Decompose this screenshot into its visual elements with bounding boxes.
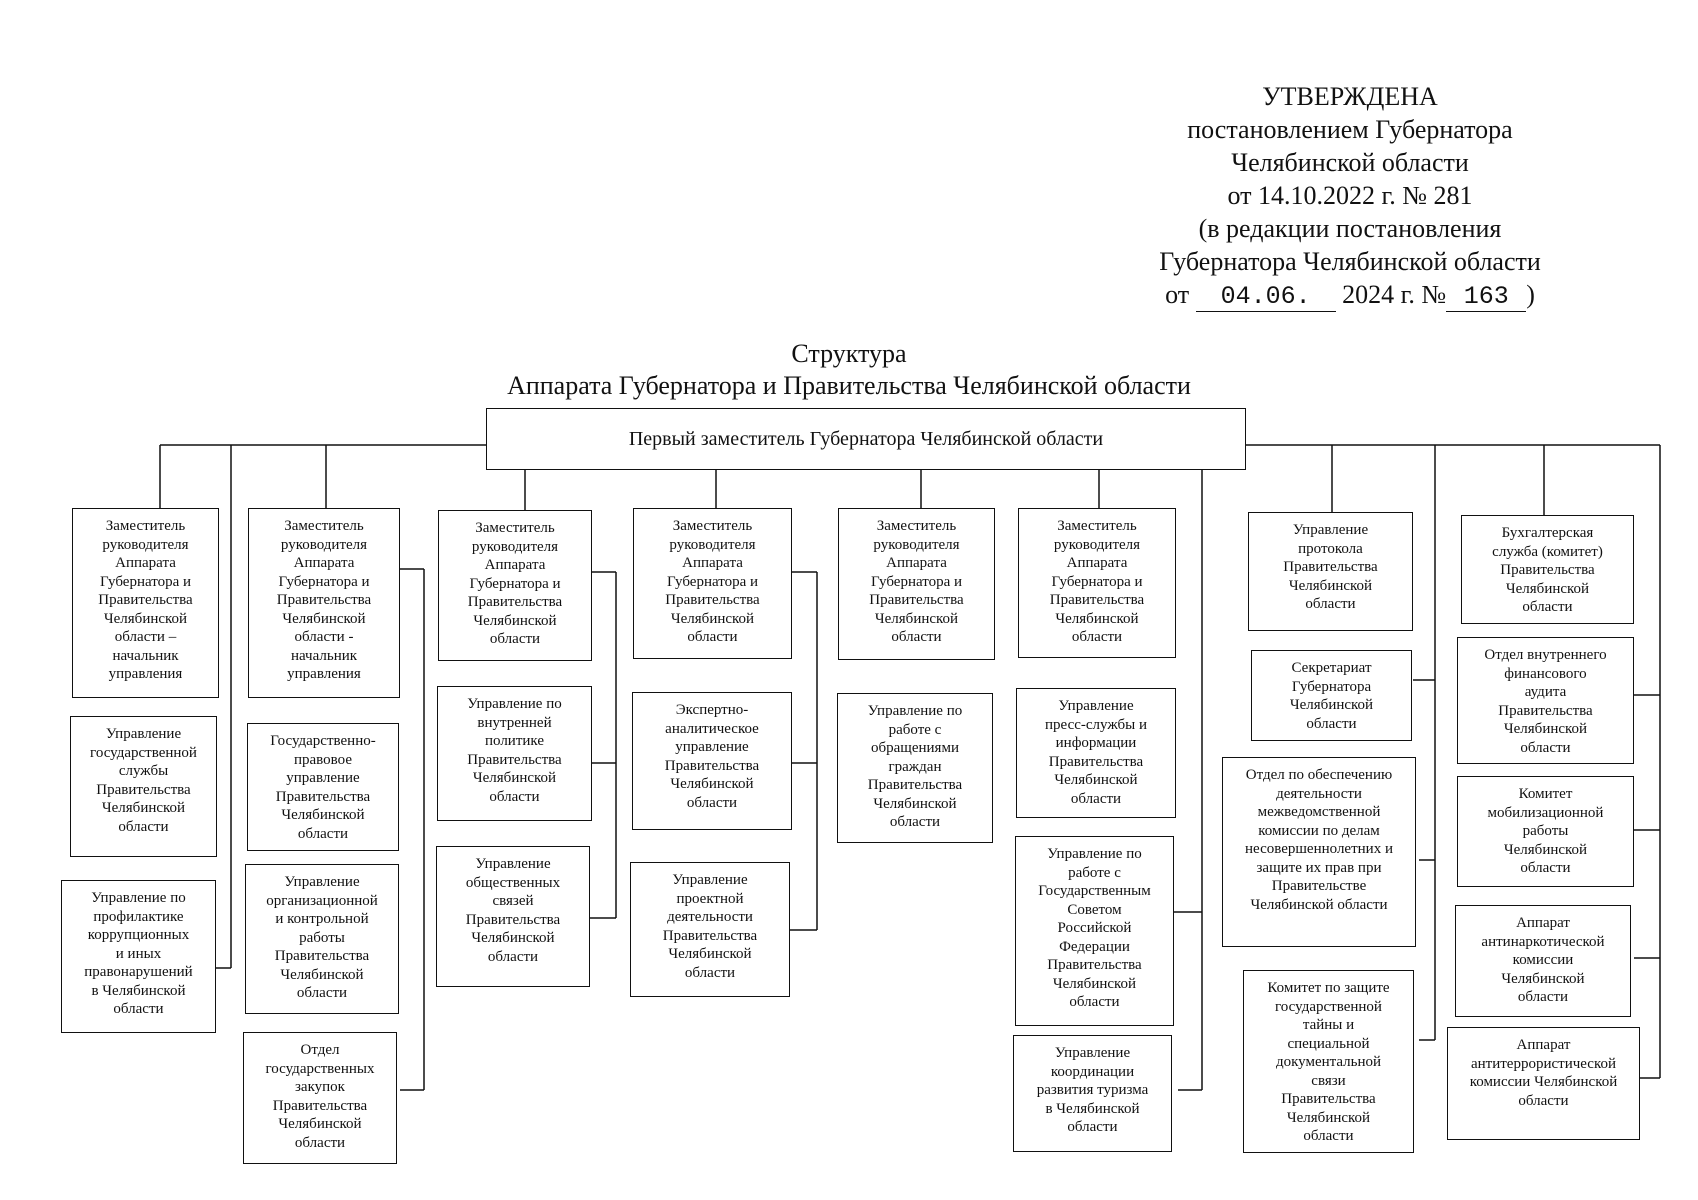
col5-deputy-box: Заместитель руководителя Аппарата Губерн…	[838, 508, 995, 660]
page-title: Структура Аппарата Губернатора и Правите…	[0, 338, 1698, 402]
col8-unit-mobilization: Комитет мобилизационной работы Челябинск…	[1457, 776, 1634, 887]
approval-line-6: Губернатора Челябинской области	[1159, 247, 1541, 276]
col8-unit-accounting: Бухгалтерская служба (комитет) Правитель…	[1461, 515, 1634, 624]
col2-unit-state-legal: Государственно- правовое управление Прав…	[247, 723, 399, 851]
approval-line-5: (в редакции постановления	[1198, 214, 1502, 243]
head-box-first-deputy-governor: Первый заместитель Губернатора Челябинск…	[486, 408, 1246, 470]
col7-unit-protocol: Управление протокола Правительства Челяб…	[1248, 512, 1413, 631]
col8-unit-antiterror: Аппарат антитеррористической комисcии Че…	[1447, 1027, 1640, 1140]
col1-deputy-box: Заместитель руководителя Аппарата Губерн…	[72, 508, 219, 698]
col2-deputy-box: Заместитель руководителя Аппарата Губерн…	[248, 508, 400, 698]
col3-deputy-box: Заместитель руководителя Аппарата Губерн…	[438, 510, 592, 661]
title-line-1: Структура	[791, 339, 907, 368]
col2-unit-procurement: Отдел государственных закупок Правительс…	[243, 1032, 397, 1164]
col8-unit-antidrug: Аппарат антинаркотической комиссии Челяб…	[1455, 905, 1631, 1017]
approval-line-3: Челябинской области	[1231, 148, 1469, 177]
col7-unit-secretariat: Секретариат Губернатора Челябинской обла…	[1251, 650, 1412, 741]
title-line-2: Аппарата Губернатора и Правительства Чел…	[507, 371, 1191, 400]
col3-unit-public-relations: Управление общественных связей Правитель…	[436, 846, 590, 987]
col8-unit-internal-audit: Отдел внутреннего финансового аудита Пра…	[1457, 637, 1634, 764]
col4-unit-project-activity: Управление проектной деятельности Правит…	[630, 862, 790, 997]
approval-line-2: постановлением Губернатора	[1187, 115, 1513, 144]
edition-prefix: от	[1165, 280, 1190, 309]
approval-line-1: УТВЕРЖДЕНА	[1262, 82, 1438, 111]
approval-stamp: УТВЕРЖДЕНА постановлением Губернатора Че…	[1100, 80, 1600, 312]
col6-unit-press-service: Управление пресс-службы и информации Пра…	[1016, 688, 1176, 818]
col6-unit-tourism: Управление координации развития туризма …	[1013, 1035, 1172, 1152]
col4-unit-expert-analytical: Экспертно- аналитическое управление Прав…	[632, 692, 792, 830]
col3-unit-internal-policy: Управление по внутренней политике Правит…	[437, 686, 592, 821]
col6-unit-state-council: Управление по работе с Государственным С…	[1015, 836, 1174, 1026]
col4-deputy-box: Заместитель руководителя Аппарата Губерн…	[633, 508, 792, 659]
col5-unit-citizens-appeals: Управление по работе с обращениями гражд…	[837, 693, 993, 843]
col7-unit-state-secret: Комитет по защите государственной тайны …	[1243, 970, 1414, 1153]
col1-unit-civil-service: Управление государственной службы Правит…	[70, 716, 217, 857]
edition-number-sign: №	[1421, 280, 1447, 309]
edition-number: 163	[1446, 283, 1527, 312]
approval-line-4: от 14.10.2022 г. № 281	[1227, 181, 1473, 210]
col2-unit-organizational-control: Управление организационной и контрольной…	[245, 864, 399, 1014]
col7-unit-minors-commission: Отдел по обеспечению деятельности межвед…	[1222, 757, 1416, 947]
col6-deputy-box: Заместитель руководителя Аппарата Губерн…	[1018, 508, 1176, 658]
edition-close: )	[1526, 280, 1535, 309]
edition-year: 2024 г.	[1342, 280, 1415, 309]
edition-date: 04.06.	[1195, 283, 1336, 312]
col1-unit-anticorruption: Управление по профилактике коррупционных…	[61, 880, 216, 1033]
